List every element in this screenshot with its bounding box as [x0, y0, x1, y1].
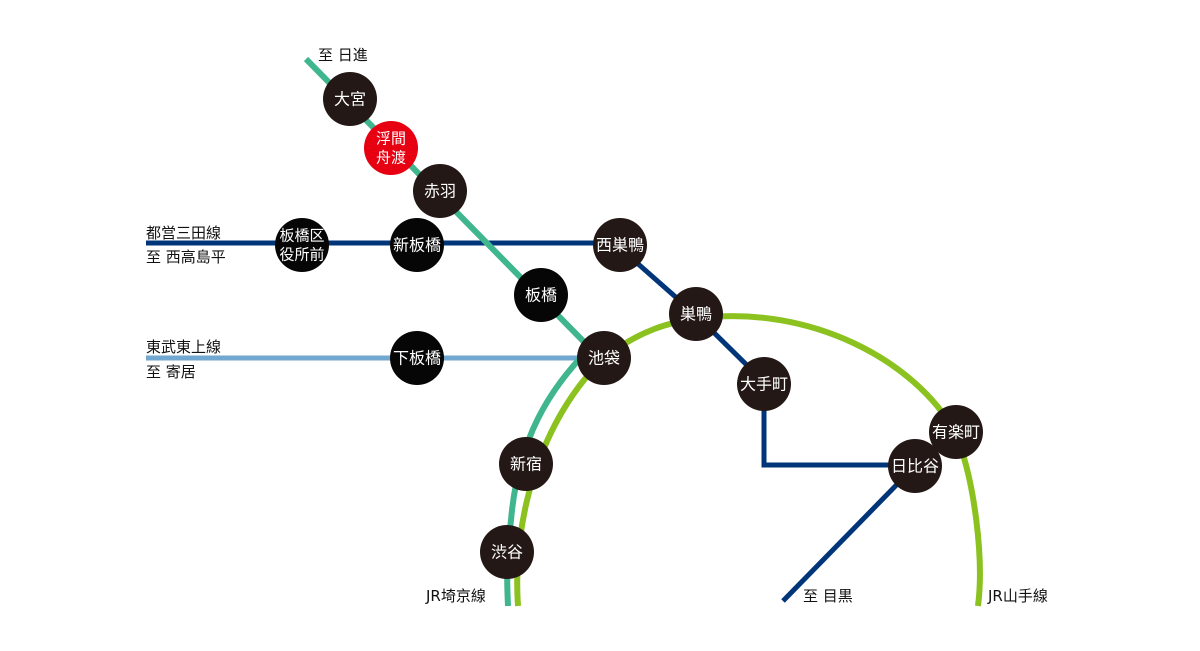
label-to-yorii: 至 寄居	[146, 363, 196, 381]
label-to-nishitakashimadaira: 至 西高島平	[146, 248, 226, 266]
station-label: 新宿	[510, 455, 542, 474]
station-label: 浮間	[376, 130, 406, 148]
station-itabashiku-yakushomae[interactable]: 板橋区 役所前	[275, 218, 329, 272]
station-label: 大宮	[334, 90, 366, 109]
station-sugamo[interactable]: 巣鴨	[669, 287, 723, 341]
label-to-meguro: 至 目黒	[803, 587, 853, 605]
station-label: 有楽町	[932, 423, 980, 442]
station-ukimafunado-current[interactable]: 浮間 舟渡	[364, 121, 418, 175]
station-label: 役所前	[279, 246, 324, 264]
mita-line-meguro	[781, 464, 917, 603]
station-label: 渋谷	[491, 543, 523, 562]
station-omiya[interactable]: 大宮	[323, 72, 377, 126]
station-label: 新板橋	[393, 236, 441, 255]
station-label: 赤羽	[424, 182, 456, 201]
label-to-nisshin: 至 日進	[318, 46, 368, 64]
station-label: 日比谷	[891, 457, 939, 476]
annotations: 至 日進 都営三田線 至 西高島平 東武東上線 至 寄居 JR埼京線 至 目黒 …	[146, 46, 1048, 605]
station-hibiya[interactable]: 日比谷	[888, 439, 942, 493]
label-tobu-tojo-line: 東武東上線	[146, 338, 221, 356]
label-mita-line: 都営三田線	[146, 224, 221, 242]
label-jr-yamanote-line: JR山手線	[987, 587, 1048, 605]
station-label: 池袋	[588, 349, 620, 368]
station-label: 大手町	[740, 375, 788, 394]
station-yurakucho[interactable]: 有楽町	[929, 405, 983, 459]
station-akabane[interactable]: 赤羽	[413, 164, 467, 218]
stations: 大宮 浮間 舟渡 赤羽 板橋区 役所前 新板橋 西巣鴨 板橋	[275, 72, 983, 579]
station-shibuya[interactable]: 渋谷	[480, 525, 534, 579]
station-label: 舟渡	[376, 149, 406, 167]
station-shin-itabashi[interactable]: 新板橋	[390, 218, 444, 272]
station-itabashi[interactable]: 板橋	[514, 268, 568, 322]
label-jr-saikyo-line: JR埼京線	[425, 587, 486, 605]
station-otemachi[interactable]: 大手町	[737, 357, 791, 411]
station-label: 下板橋	[393, 349, 441, 368]
station-shimo-itabashi[interactable]: 下板橋	[390, 331, 444, 385]
station-nishisugamo[interactable]: 西巣鴨	[593, 218, 647, 272]
station-ikebukuro[interactable]: 池袋	[577, 331, 631, 385]
station-shinjuku[interactable]: 新宿	[499, 437, 553, 491]
saikyo-line-south	[504, 345, 593, 607]
station-label: 板橋区	[279, 227, 324, 245]
station-label: 板橋	[525, 286, 557, 305]
lines	[146, 56, 983, 607]
station-label: 西巣鴨	[596, 236, 644, 255]
mita-line-hibiya	[761, 410, 915, 468]
station-label: 巣鴨	[680, 305, 712, 324]
